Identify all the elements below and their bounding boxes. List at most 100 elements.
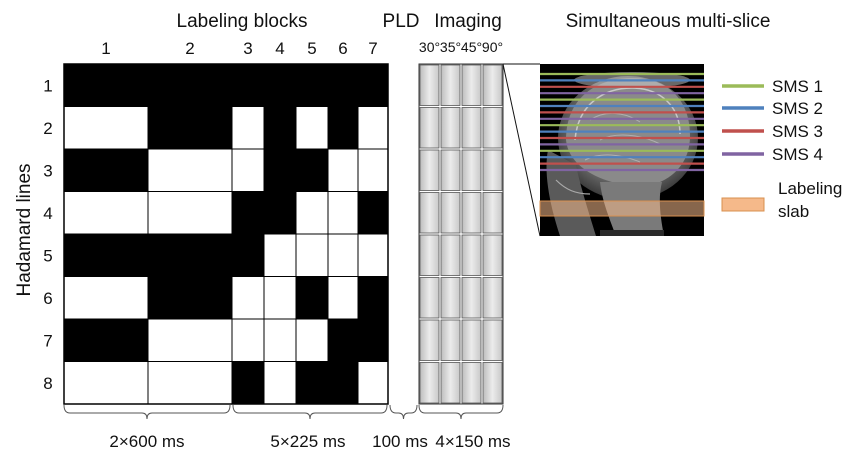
sms-header: Simultaneous multi-slice: [566, 11, 771, 32]
labeling-block-on: [147, 63, 233, 107]
duration-brace: [389, 404, 418, 420]
legend-swatch: [721, 197, 765, 212]
imaging-readout-cell: [461, 107, 482, 149]
duration-brace: [63, 404, 231, 420]
legend-label: SMS 4: [772, 145, 823, 164]
imaging-angle-labels: 30°35°45°90°: [419, 39, 503, 55]
column-label: 7: [368, 39, 377, 58]
imaging-angle-label: 45°: [461, 39, 482, 55]
labeling-block-off: [147, 318, 233, 362]
imaging-readout-cell: [440, 277, 461, 319]
imaging-readout-cell: [440, 362, 461, 404]
labeling-block-on: [295, 148, 329, 192]
labeling-block-off: [357, 106, 389, 150]
labeling-block-on: [357, 63, 389, 107]
imaging-readout-cell: [419, 64, 440, 106]
labeling-block-off: [327, 191, 359, 235]
labeling-block-off: [295, 318, 329, 362]
labeling-block-off: [147, 361, 233, 405]
labeling-block-off: [327, 233, 359, 277]
labeling-block-on: [263, 191, 297, 235]
labeling-block-off: [295, 191, 329, 235]
labeling-block-on: [231, 63, 265, 107]
legend-label: SMS 2: [772, 99, 823, 118]
labeling-block-on: [147, 106, 233, 150]
labeling-block-on: [231, 191, 265, 235]
labeling-block-off: [231, 106, 265, 150]
labeling-block-on: [295, 63, 329, 107]
row-label: 5: [43, 246, 52, 265]
labeling-block-off: [357, 361, 389, 405]
labeling-block-on: [357, 191, 389, 235]
duration-short-blocks: 5×225 ms: [270, 432, 345, 451]
row-label: 2: [43, 119, 52, 138]
imaging-readout-cell: [419, 192, 440, 234]
labeling-block-on: [327, 318, 359, 362]
column-label: 1: [101, 39, 110, 58]
labeling-block-off: [263, 276, 297, 320]
matrix-border: [63, 63, 389, 405]
legend-label: SMS 1: [772, 77, 823, 96]
imaging-angle-label: 35°: [440, 39, 461, 55]
imaging-readout-cell: [419, 277, 440, 319]
labeling-blocks-header: Labeling blocks: [177, 11, 308, 32]
imaging-readout-cell: [482, 234, 503, 276]
labeling-block-on: [63, 63, 149, 107]
sms-slice-lines: [540, 72, 704, 172]
labeling-block-on: [357, 276, 389, 320]
labeling-block-off: [231, 276, 265, 320]
labeling-block-off: [231, 318, 265, 362]
labeling-block-on: [231, 361, 265, 405]
imaging-angle-label: 90°: [482, 39, 503, 55]
column-label: 6: [338, 39, 347, 58]
labeling-block-on: [147, 276, 233, 320]
column-label: 2: [185, 39, 194, 58]
imaging-readout-cell: [461, 149, 482, 191]
row-label: 8: [43, 374, 52, 393]
imaging-readout-cell: [440, 64, 461, 106]
duration-brace: [418, 404, 504, 420]
labeling-block-on: [327, 361, 359, 405]
pld-header: PLD: [383, 11, 420, 32]
labeling-block-off: [147, 148, 233, 192]
imaging-readout-cell: [461, 192, 482, 234]
labeling-block-off: [357, 148, 389, 192]
labeling-block-on: [327, 106, 359, 150]
imaging-readout-cell: [482, 362, 503, 404]
labeling-block-off: [231, 148, 265, 192]
labeling-block-on: [263, 106, 297, 150]
labeling-block-on: [63, 148, 149, 192]
imaging-readout-cell: [482, 277, 503, 319]
labeling-block-on: [263, 148, 297, 192]
labeling-block-on: [63, 233, 149, 277]
imaging-readout-cell: [482, 319, 503, 361]
labeling-block-on: [295, 361, 329, 405]
labeling-block-off: [63, 106, 149, 150]
duration-imaging: 4×150 ms: [435, 432, 510, 451]
y-axis-label: Hadamard lines: [14, 163, 35, 296]
legend-label: SMS 3: [772, 122, 823, 141]
imaging-readout-cell: [419, 149, 440, 191]
row-label: 3: [43, 161, 52, 180]
labeling-block-off: [327, 148, 359, 192]
labeling-block-off: [263, 361, 297, 405]
duration-long-blocks: 2×600 ms: [109, 432, 184, 451]
column-label: 5: [307, 39, 316, 58]
labeling-block-off: [63, 361, 149, 405]
labeling-block-off: [295, 106, 329, 150]
imaging-angle-label: 30°: [419, 39, 440, 55]
labeling-block-on: [295, 276, 329, 320]
imaging-readout-cell: [419, 107, 440, 149]
labeling-block-off: [263, 233, 297, 277]
row-label: 1: [43, 76, 52, 95]
imaging-border: [418, 63, 504, 405]
imaging-readout-cell: [461, 277, 482, 319]
labeling-block-off: [63, 191, 149, 235]
imaging-readout-cell: [482, 64, 503, 106]
imaging-readout-cell: [461, 234, 482, 276]
imaging-readout-cell: [461, 319, 482, 361]
labeling-slab-band: [539, 200, 705, 217]
